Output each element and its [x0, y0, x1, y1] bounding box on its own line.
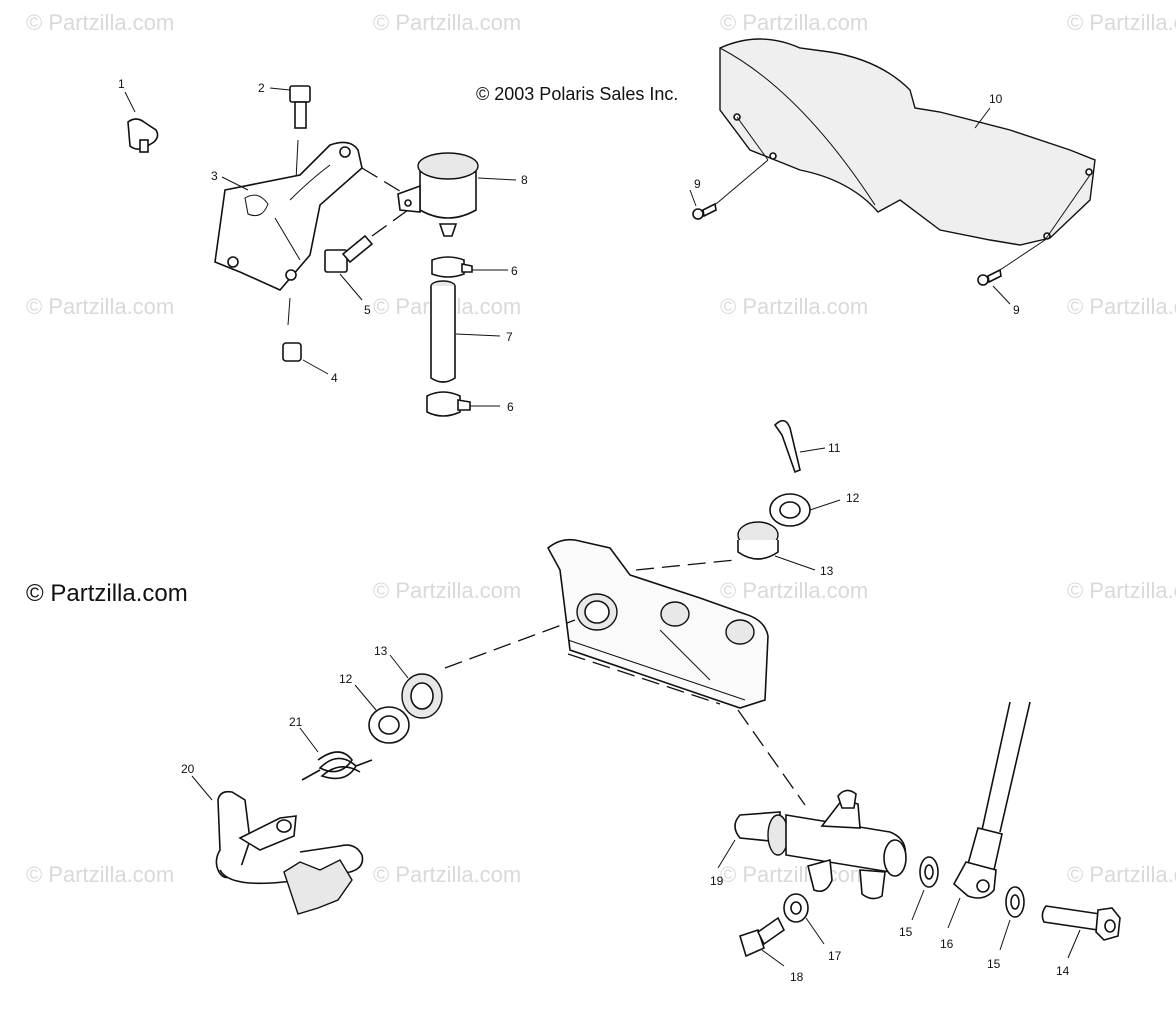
callout-label: 15 — [899, 925, 913, 939]
watermark: © Partzilla.com — [26, 294, 174, 319]
watermark: © Partzilla.com — [720, 578, 868, 603]
part-8-reservoir — [397, 152, 517, 237]
watermark: © Partzilla.com — [1067, 10, 1176, 35]
watermark: © Partzilla.com — [373, 10, 521, 35]
callout-label: 2 — [258, 81, 265, 95]
callout-label: 17 — [828, 949, 842, 963]
part-6-clamp-upper — [431, 256, 508, 278]
watermark: © Partzilla.com — [720, 294, 868, 319]
watermark: © Partzilla.com — [1067, 862, 1176, 887]
part-15-washer-right — [999, 886, 1025, 951]
part-9-screw-right — [977, 174, 1091, 305]
watermark: © Partzilla.com — [26, 10, 174, 35]
part-21-spring — [299, 727, 373, 781]
part-6-clamp-lower — [426, 391, 500, 417]
callout-label: 18 — [790, 970, 804, 984]
copyright-notice: © 2003 Polaris Sales Inc. — [476, 84, 678, 104]
watermark: © Partzilla.com — [1067, 578, 1176, 603]
part-19-pivot-shaft — [717, 789, 907, 900]
callout-label: 14 — [1056, 964, 1070, 978]
part-20-brake-pedal — [191, 775, 364, 915]
part-2-bolt — [269, 85, 311, 181]
callout-label: 4 — [331, 371, 338, 385]
callout-label: 21 — [289, 715, 303, 729]
watermark-layer: © Partzilla.com © Partzilla.com © Partzi… — [26, 10, 1176, 887]
callout-label: 3 — [211, 169, 218, 183]
part-3-bracket — [214, 141, 363, 326]
callout-label: 9 — [694, 177, 701, 191]
part-11-cotter-pin — [773, 419, 826, 474]
callout-label: 15 — [987, 957, 1001, 971]
callout-label: 12 — [339, 672, 353, 686]
callout-label: 6 — [507, 400, 514, 414]
part-10-cover — [719, 38, 1096, 246]
callout-label: 8 — [521, 173, 528, 187]
watermark: © Partzilla.com — [1067, 294, 1176, 319]
callout-label: 13 — [820, 564, 834, 578]
part-13-bushing-lower — [389, 654, 443, 719]
callout-label: 20 — [181, 762, 195, 776]
callout-label: 13 — [374, 644, 388, 658]
callout-label: 16 — [940, 937, 954, 951]
callout-labels: 1 2 3 4 5 6 7 6 8 9 10 9 11 12 13 13 12 … — [118, 77, 1070, 984]
part-7-hose — [430, 280, 501, 383]
callout-label: 6 — [511, 264, 518, 278]
part-15-washer-left — [911, 856, 939, 921]
callout-label: 9 — [1013, 303, 1020, 317]
callout-label: 12 — [846, 491, 860, 505]
part-12-washer-lower — [354, 684, 410, 744]
part-4-nut — [282, 342, 329, 375]
watermark: © Partzilla.com — [720, 862, 868, 887]
watermark: © Partzilla.com — [26, 862, 174, 887]
callout-label: 7 — [506, 330, 513, 344]
part-9-screw-left — [689, 116, 769, 220]
brand-label: © Partzilla.com — [26, 580, 188, 607]
pedal-mount-bracket — [546, 538, 769, 709]
part-5-bolt — [324, 204, 416, 301]
part-16-brake-rod — [947, 701, 1031, 929]
part-13-bushing-upper — [737, 521, 816, 571]
callout-label: 1 — [118, 77, 125, 91]
watermark: © Partzilla.com — [373, 862, 521, 887]
callout-label: 19 — [710, 874, 724, 888]
watermark: © Partzilla.com — [720, 10, 868, 35]
part-17-washer — [783, 893, 825, 945]
part-18-bolt — [739, 916, 786, 967]
callout-label: 5 — [364, 303, 371, 317]
part-14-bolt — [1041, 905, 1121, 959]
part-12-washer-upper — [769, 493, 841, 527]
callout-label: 10 — [989, 92, 1003, 106]
watermark: © Partzilla.com — [373, 578, 521, 603]
part-1-clip — [124, 91, 159, 153]
callout-label: 11 — [828, 441, 841, 455]
